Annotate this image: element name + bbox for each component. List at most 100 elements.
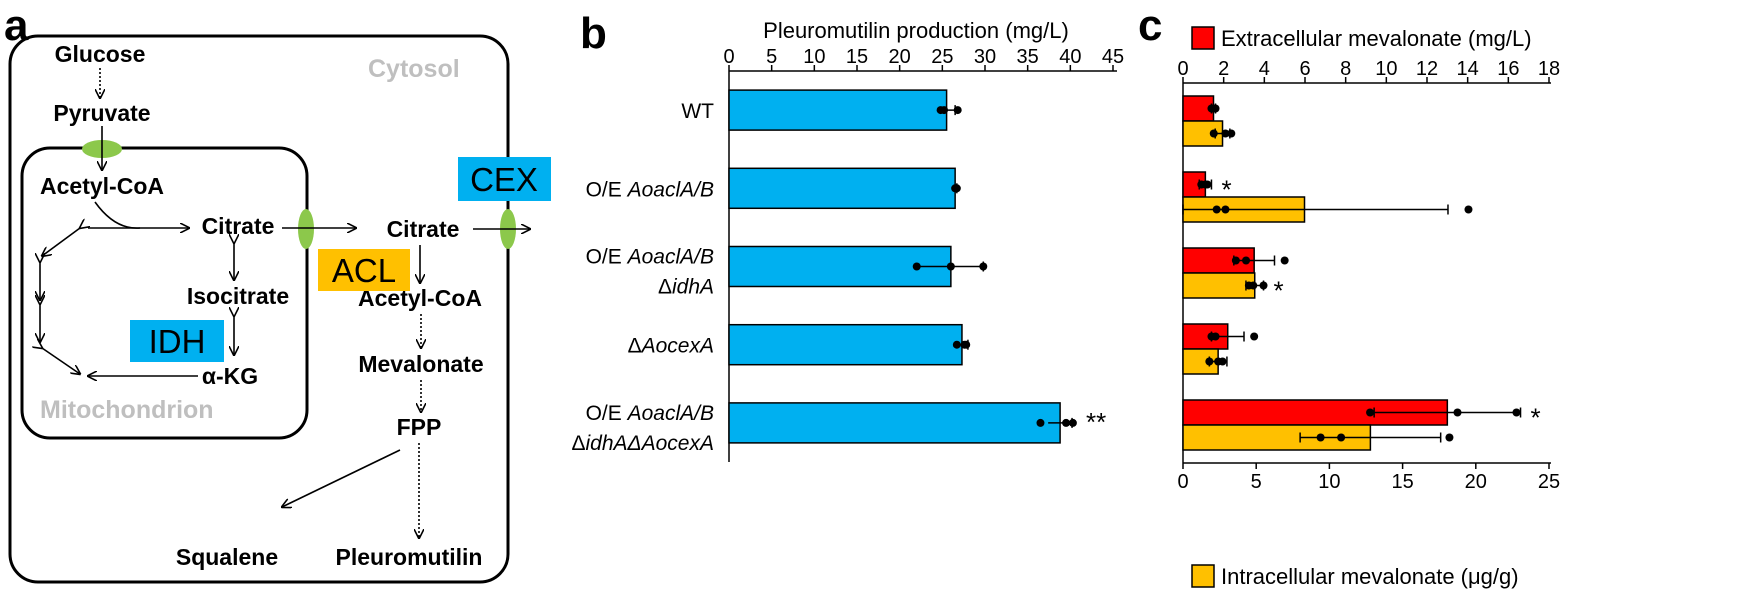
chart-c-top-tick-label: 12 (1416, 58, 1438, 80)
chart-c-point (1205, 357, 1214, 366)
chart-b-point (979, 262, 988, 271)
pathway-arrows (40, 68, 530, 538)
chart-c-top-tick-label: 18 (1538, 58, 1560, 80)
mitochondrion-compartment (20, 146, 309, 440)
chart-c-point (1366, 408, 1375, 417)
chart-b-category-label: O/E AoaclA/B (586, 178, 714, 201)
chart-b-tick-label: 25 (931, 46, 953, 68)
chart-b-point (953, 106, 962, 115)
chart-b-category-label-2: ΔidhAΔAocexA (571, 432, 714, 455)
citrate-mito-label: Citrate (202, 213, 275, 239)
chart-c-top-tick-label: 16 (1497, 58, 1519, 80)
chart-c-significance: * (1221, 175, 1231, 205)
arrow-to-squalene (282, 449, 401, 507)
chart-c-bar (1182, 272, 1256, 299)
chart-c-bottom-tick-label: 5 (1251, 471, 1262, 493)
acetyl-coa-mito-label: Acetyl-CoA (40, 173, 164, 199)
pleuromutilin-label: Pleuromutilin (336, 544, 483, 570)
chart-c-point (1249, 281, 1258, 290)
legend-extracellular: Extracellular mevalonate (mg/L) (1221, 26, 1532, 51)
chart-b-bar (728, 89, 948, 131)
chart-b-point (1068, 418, 1077, 427)
chart-c-point (1316, 433, 1325, 442)
acl-enzyme-box (318, 249, 410, 291)
chart-c-top-tick-label: 14 (1457, 58, 1479, 80)
chart-c-significance: * (1274, 276, 1284, 306)
panel-letter-c: c (1138, 1, 1162, 50)
chart-c-point (1221, 205, 1230, 214)
chart-c-significance: * (1531, 403, 1541, 433)
chart-c-point (1337, 433, 1346, 442)
chart-c-top-tick-label: 0 (1177, 58, 1188, 80)
chart-c-point (1211, 104, 1220, 113)
squalene-label: Squalene (176, 544, 278, 570)
chart-b-tick-label: 45 (1102, 46, 1124, 68)
chart-c-top-tick-label: 6 (1299, 58, 1310, 80)
chart-b-point (940, 106, 949, 115)
legend-extracellular-swatch (1191, 26, 1215, 50)
chart-c-point (1231, 256, 1240, 265)
chart-b-category-label: O/E AoaclA/B (586, 402, 714, 425)
chart-b-point (912, 262, 921, 271)
chart-b-tick-label: 35 (1017, 46, 1039, 68)
cex-enzyme-label: CEX (470, 161, 538, 198)
chart-b-category-italic: AoaclA/B (626, 402, 714, 425)
arrow-tca-4 (42, 348, 80, 374)
panel-letter-b: b (580, 9, 607, 58)
chart-c-bar (1182, 323, 1229, 350)
mitochondrion-label: Mitochondrion (40, 396, 214, 424)
chart-b-category-italic: AocexA (640, 335, 714, 358)
chart-b-tick-label: 30 (974, 46, 996, 68)
chart-b-category-italic: idhA (672, 276, 714, 299)
chart-b-category-label: O/E AoaclA/B (586, 246, 714, 269)
chart-b-category-italic: AoaclA/B (626, 246, 714, 269)
pyruvate-label: Pyruvate (53, 100, 150, 126)
chart-b-bar (728, 323, 963, 366)
idh-enzyme-box (130, 320, 224, 362)
chart-b-point (1062, 418, 1071, 427)
chart-c-point (1453, 408, 1462, 417)
chart-b-significance: ** (1086, 407, 1106, 437)
chart-b-point (952, 340, 961, 349)
chart-c-bottom-tick-label: 20 (1465, 471, 1487, 493)
cex-enzyme-box (458, 157, 551, 201)
panel-letter-a: a (4, 1, 29, 50)
chart-b-category-text: O/E (586, 402, 628, 425)
chart-c-point (1201, 180, 1210, 189)
chart-c-top-tick-label: 4 (1259, 58, 1270, 80)
cytosol-label: Cytosol (368, 55, 460, 83)
chart-b-category-text: O/E (586, 246, 628, 269)
chart-b-category-text: WT (681, 100, 714, 123)
chart-b-category-italic: AoaclA/B (626, 178, 714, 201)
chart-b-tick-label: 5 (766, 46, 777, 68)
panel-a: a Cytosol Mitochondrion Glucose Pyruvate… (4, 1, 551, 584)
chart-c-top-tick-label: 10 (1375, 58, 1397, 80)
chart-c-point (1259, 281, 1268, 290)
chart-b-category-text: Δ (628, 335, 642, 358)
chart-b-bar (728, 167, 956, 210)
alpha-kg-label: α-KG (202, 363, 258, 389)
mevalonate-label: Mevalonate (358, 351, 483, 377)
cytosol-compartment (8, 34, 510, 584)
chart-c-bottom-tick-label: 0 (1177, 471, 1188, 493)
chart-b-tick-label: 15 (846, 46, 868, 68)
citrate-transporter-mito (298, 209, 314, 249)
chart-b-tick-label: 40 (1059, 46, 1081, 68)
chart-b-tick-label: 10 (803, 46, 825, 68)
citrate-cyto-label: Citrate (387, 216, 460, 242)
chart-b-category-text: O/E (586, 178, 628, 201)
chart-c-point (1250, 332, 1259, 341)
panel-c: c Extracellular mevalonate (mg/L) Intrac… (1138, 1, 1560, 589)
chart-c-point (1218, 357, 1227, 366)
chart-b-bar (728, 402, 1061, 444)
arc-acetyl-coa (94, 201, 141, 229)
chart-b-point (1036, 418, 1045, 427)
chart-c-bottom-tick-label: 25 (1538, 471, 1560, 493)
chart-c-point (1512, 408, 1521, 417)
glucose-label: Glucose (55, 41, 146, 67)
chart-c-point (1212, 205, 1221, 214)
